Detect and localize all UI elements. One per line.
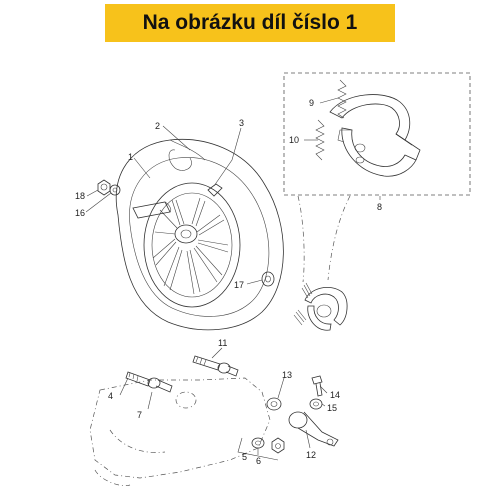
callout-18: 18 [75, 191, 85, 201]
banner-title: Na obrázku díl číslo 1 [142, 11, 358, 34]
callout-7: 7 [137, 410, 142, 420]
link-line-right [327, 195, 351, 281]
title-banner: Na obrázku díl číslo 1 [105, 4, 395, 42]
callout-6: 6 [256, 456, 261, 466]
engine-case-outline [89, 377, 271, 486]
callout-8: 8 [377, 202, 382, 212]
brake-shoe-kit-8[interactable] [329, 94, 421, 177]
callout-1: 1 [128, 152, 133, 162]
callout-15: 15 [327, 403, 337, 413]
callout-12: 12 [306, 450, 316, 460]
callout-13: 13 [282, 370, 292, 380]
callout-3: 3 [239, 118, 244, 128]
callout-14: 14 [330, 390, 340, 400]
collar-13[interactable] [266, 397, 282, 411]
callout-9: 9 [309, 98, 314, 108]
axle-stub[interactable] [132, 201, 172, 219]
callout-10: 10 [289, 135, 299, 145]
tire[interactable] [115, 138, 284, 331]
axle-shaft-11[interactable] [192, 355, 239, 377]
washer-6[interactable] [251, 437, 265, 449]
spring-10[interactable] [315, 119, 325, 161]
callout-5: 5 [242, 452, 247, 462]
bolt-14[interactable] [311, 375, 323, 397]
brake-cam-lever-12[interactable] [288, 411, 339, 447]
callout-11: 11 [218, 338, 227, 348]
wheel-rim[interactable] [143, 182, 241, 308]
callout-labels: 1 2 3 4 5 6 7 8 9 10 11 12 13 14 15 16 1… [75, 98, 382, 466]
callout-2: 2 [155, 121, 160, 131]
axle-shaft-4[interactable] [125, 371, 173, 393]
callout-17: 17 [234, 280, 244, 290]
callout-4: 4 [108, 391, 113, 401]
callout-16: 16 [75, 208, 85, 218]
axle-nut[interactable] [97, 179, 111, 196]
washer-16[interactable] [109, 184, 121, 196]
washer-15[interactable] [309, 398, 323, 410]
brake-shoe-assembly-small[interactable] [293, 282, 348, 331]
link-line-left [297, 195, 305, 283]
brake-shoe-kit-box [283, 72, 471, 196]
nut-5[interactable] [271, 437, 285, 454]
washer-17[interactable] [261, 271, 275, 287]
spring-9[interactable] [337, 79, 347, 119]
leader-lines [85, 97, 381, 461]
